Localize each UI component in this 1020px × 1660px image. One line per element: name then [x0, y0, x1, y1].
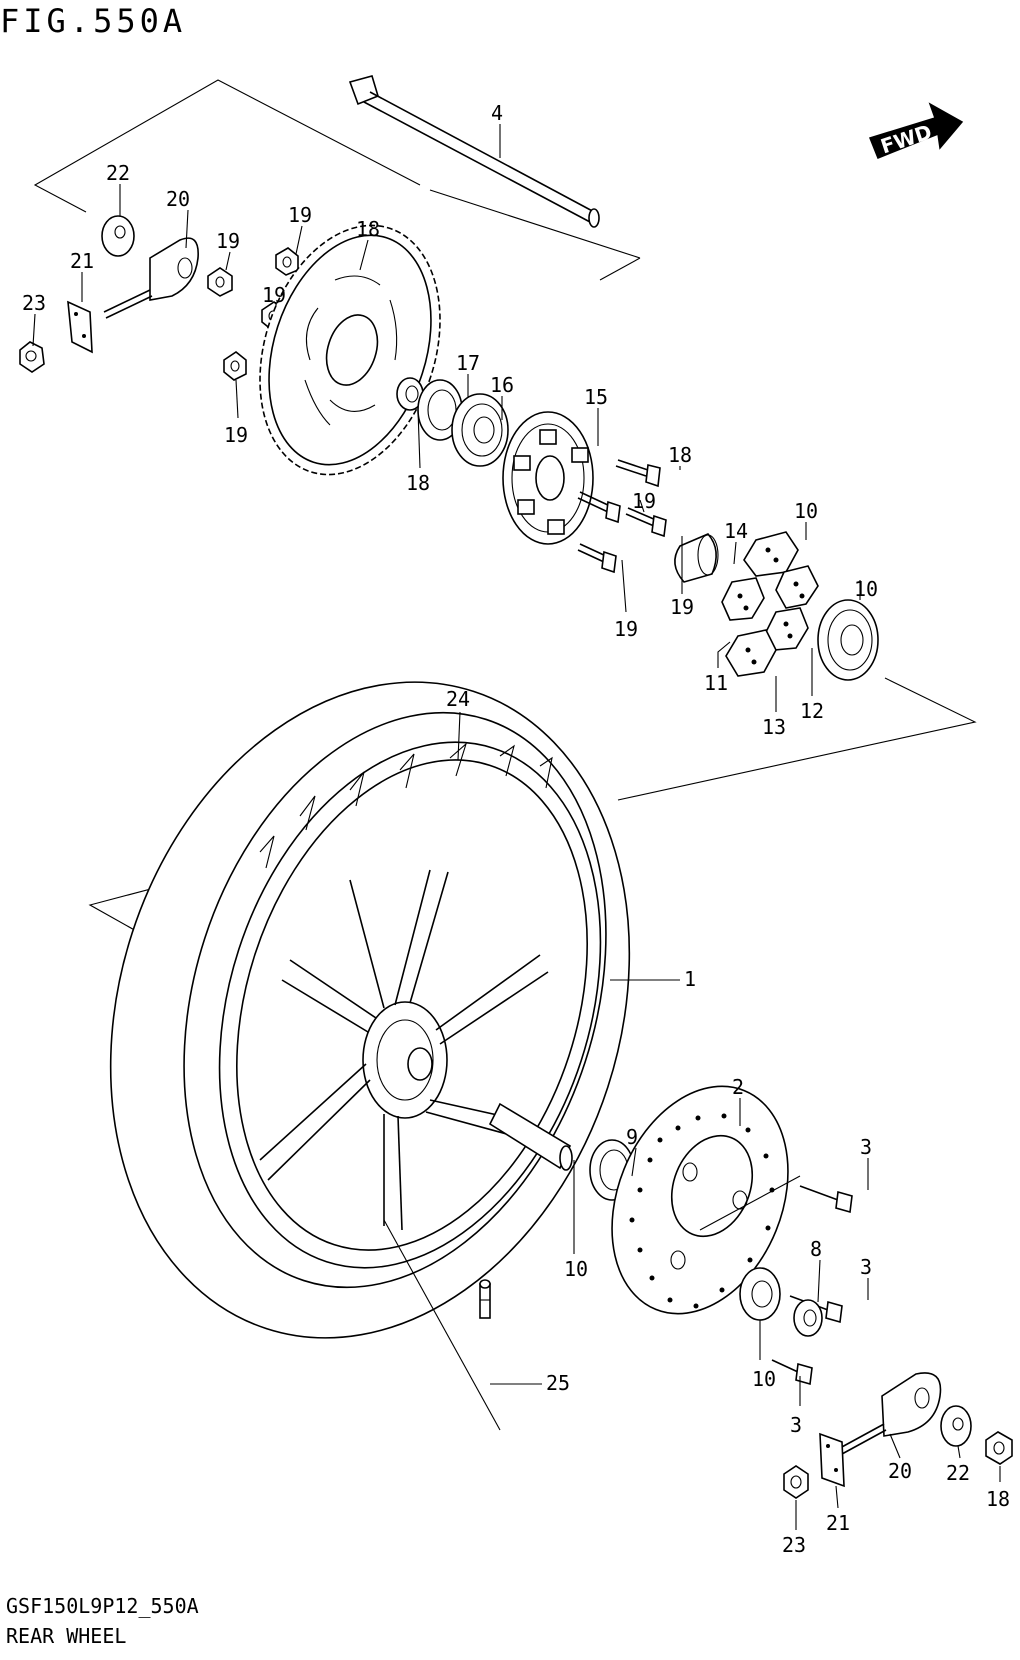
callout-19-a: 19 [216, 229, 240, 253]
callout-21-b: 21 [826, 1511, 850, 1535]
callout-7: 10 [752, 1367, 776, 1391]
adjuster-plate-upper [67, 300, 93, 354]
forward-arrow-icon: FWD [869, 102, 964, 159]
callout-3-b: 3 [860, 1255, 872, 1279]
axle-spacer-8 [488, 1102, 573, 1171]
wheel-damper-cluster [721, 531, 819, 677]
callout-20-b: 20 [888, 1459, 912, 1483]
callout-5: 8 [810, 1237, 822, 1261]
rear-brake-disc [611, 1085, 789, 1315]
callout-18-d: 19 [614, 617, 638, 641]
callout-22-b: 22 [946, 1461, 970, 1485]
rear-tire [109, 681, 631, 1339]
spacer-tube-11 [674, 533, 719, 583]
sprocket-nut-b [207, 267, 233, 297]
figure-code: GSF150L9P12_550A [6, 1594, 199, 1618]
callout-4: 4 [491, 101, 503, 125]
callout-18-a: 18 [668, 443, 692, 467]
callout-23-b: 23 [782, 1533, 806, 1557]
callout-9: 10 [854, 577, 878, 601]
callout-10-a: 10 [794, 499, 818, 523]
callout-20: 20 [166, 187, 190, 211]
callout-13: 16 [490, 373, 514, 397]
axle-nut-16 [985, 1431, 1013, 1465]
callout-14: 17 [456, 351, 480, 375]
exploded-parts-diagram: FWD [19, 75, 1013, 1557]
sprocket-nut-a [275, 247, 299, 276]
chain-adjuster-lower [839, 1372, 942, 1455]
nut-lower [783, 1465, 809, 1499]
callout-17: 18 [356, 217, 380, 241]
callout-23: 23 [22, 291, 46, 315]
drum-bolt-a [615, 459, 661, 488]
callout-21: 21 [70, 249, 94, 273]
callout-1: 1 [684, 967, 696, 991]
fwd-label: FWD [878, 120, 935, 159]
callout-15: 18 [406, 471, 430, 495]
drum-bolt-c [625, 507, 667, 538]
washer-upper-left [101, 215, 135, 257]
drum-bolt-d [577, 543, 617, 574]
callout-8: 10 [564, 1257, 588, 1281]
bearing-9 [817, 599, 879, 681]
figure-name: REAR WHEEL [6, 1624, 127, 1648]
callout-11: 14 [724, 519, 748, 543]
drum-bolt-b [577, 491, 621, 524]
callout-19-c: 19 [262, 283, 286, 307]
chain-adjuster-upper [103, 237, 199, 319]
rear-axle [348, 75, 600, 228]
callout-6: 9 [626, 1125, 638, 1149]
callout-19-b: 19 [288, 203, 312, 227]
adjuster-plate-lower [819, 1432, 845, 1488]
callout-18-b: 19 [632, 489, 656, 513]
washer-lower-right [940, 1405, 972, 1447]
figure-title: FIG.550A [0, 2, 187, 40]
bearing-13 [451, 393, 509, 467]
callout-22: 22 [106, 161, 130, 185]
nut-upper-left [19, 341, 45, 373]
callout-3-c: 3 [790, 1413, 802, 1437]
disc-bolt-c [771, 1359, 813, 1386]
callout-16: 18 [986, 1487, 1010, 1511]
collar-5 [793, 1299, 823, 1337]
callout-leader-lines [32, 124, 1001, 1530]
callout-25: 25 [546, 1371, 570, 1395]
tire-valve [479, 1279, 491, 1319]
sprocket-nut-d [223, 351, 247, 381]
rear-sprocket [259, 224, 441, 476]
upper-assembly-boundary [33, 79, 641, 281]
callout-10-b: 11 [704, 671, 728, 695]
sprocket-mounting-drum [502, 411, 594, 545]
callout-10-c: 12 [800, 699, 824, 723]
callout-19-d: 19 [224, 423, 248, 447]
callout-24: 24 [446, 687, 470, 711]
disc-bolt-a [799, 1185, 853, 1214]
callout-numbers: 4 22 20 21 23 19 19 19 19 18 18 17 16 15… [22, 101, 1010, 1557]
disc-spacer-7 [739, 1267, 781, 1321]
rear-wheel-rim [218, 741, 602, 1269]
callout-18-c: 19 [670, 595, 694, 619]
callout-3-a: 3 [860, 1135, 872, 1159]
callout-10-d: 13 [762, 715, 786, 739]
callout-2: 2 [732, 1075, 744, 1099]
callout-12: 15 [584, 385, 608, 409]
